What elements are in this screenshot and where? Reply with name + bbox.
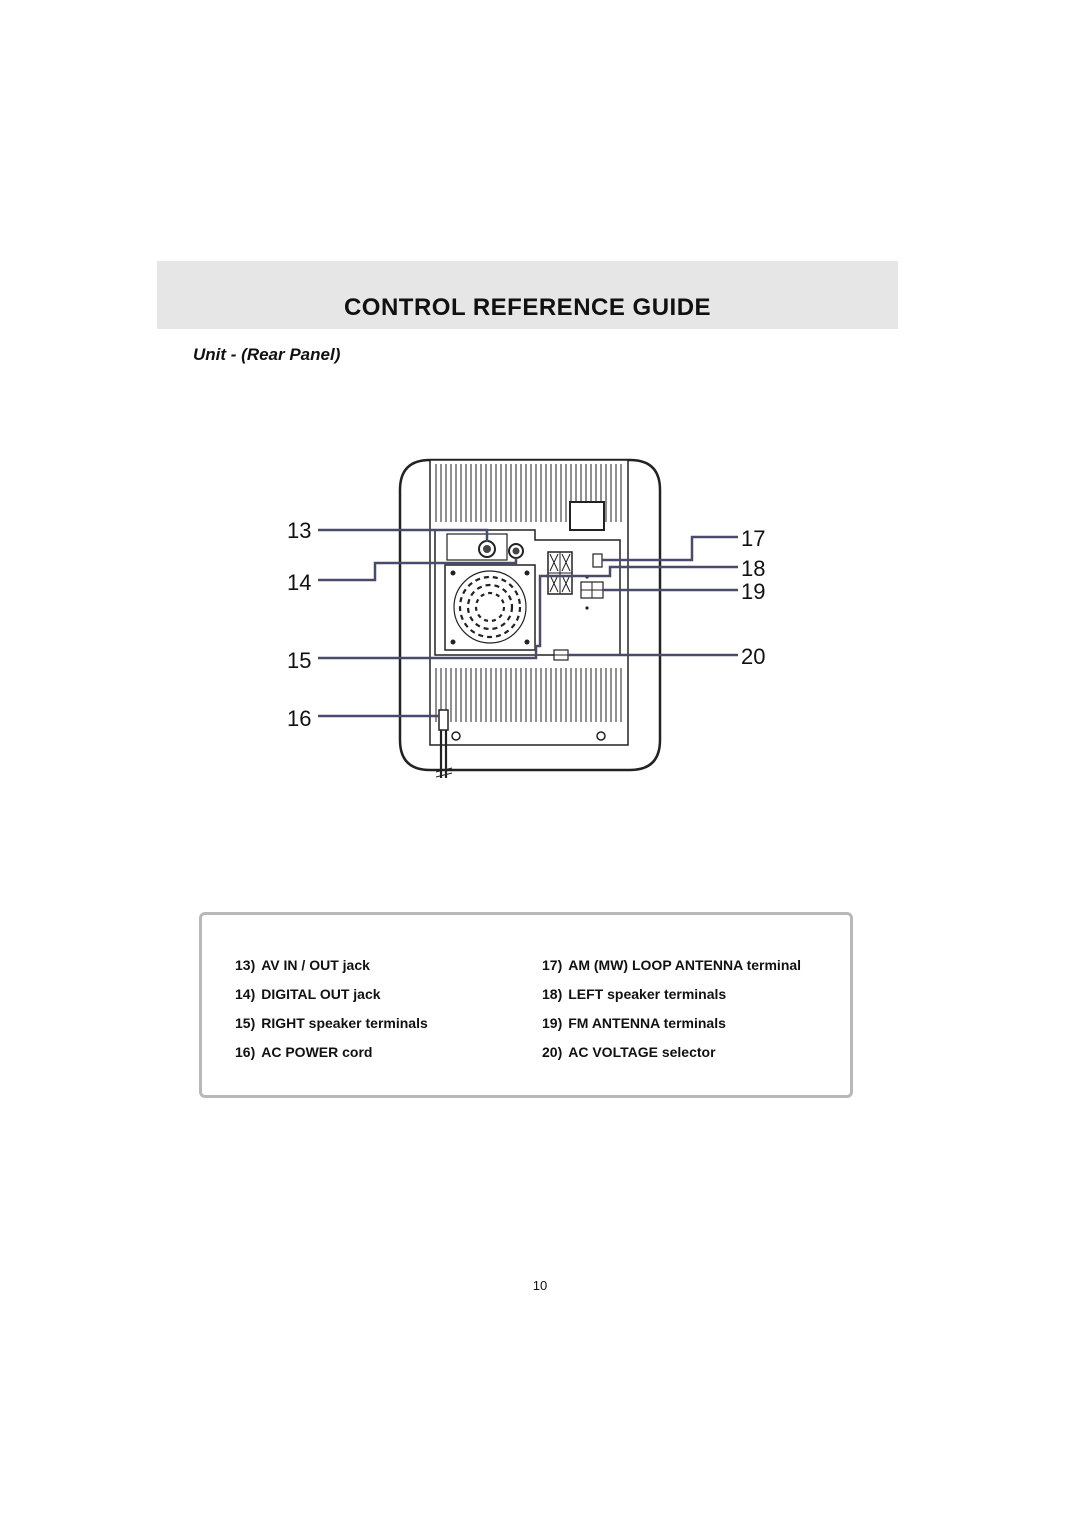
foot-left [451, 731, 461, 741]
foot-right [596, 731, 606, 741]
callout-14: 14 [287, 570, 312, 595]
title-band: CONTROL REFERENCE GUIDE [157, 261, 898, 329]
callout-16: 16 [287, 706, 312, 731]
legend-item-16: 16)AC POWER cord [235, 1044, 373, 1060]
callout-17: 17 [741, 526, 766, 551]
legend-item-20: 20)AC VOLTAGE selector [542, 1044, 716, 1060]
page-number: 10 [532, 1278, 548, 1293]
leader-lines [318, 528, 738, 718]
legend-item-18: 18)LEFT speaker terminals [542, 986, 727, 1002]
callout-19: 19 [741, 579, 766, 604]
am-loop-terminal [592, 553, 603, 568]
power-cord-plug [438, 709, 449, 731]
leader-13 [318, 528, 489, 542]
rear-panel-diagram [318, 458, 738, 778]
leader-15 [318, 574, 548, 660]
legend-box: 13)AV IN / OUT jack 14)DIGITAL OUT jack … [199, 912, 853, 1098]
fan-grille [453, 570, 527, 644]
legend-item-13: 13)AV IN / OUT jack [235, 957, 370, 973]
legend-item-14: 14)DIGITAL OUT jack [235, 986, 381, 1002]
callout-15: 15 [287, 648, 312, 673]
bottom-vents [435, 668, 622, 722]
leader-17 [602, 535, 738, 562]
leader-18 [546, 565, 738, 578]
callout-18: 18 [741, 556, 766, 581]
leader-14 [318, 558, 518, 582]
legend-item-15: 15)RIGHT speaker terminals [235, 1015, 428, 1031]
legend-item-17: 17)AM (MW) LOOP ANTENNA terminal [542, 957, 802, 973]
top-handle-cutout [569, 501, 605, 531]
legend-item-19: 19)FM ANTENNA terminals [542, 1015, 726, 1031]
callout-20: 20 [741, 644, 766, 669]
page-title: CONTROL REFERENCE GUIDE [343, 294, 712, 321]
callout-13: 13 [287, 518, 312, 543]
av-jack-plate [446, 533, 508, 561]
section-subtitle: Unit - (Rear Panel) [193, 345, 341, 364]
